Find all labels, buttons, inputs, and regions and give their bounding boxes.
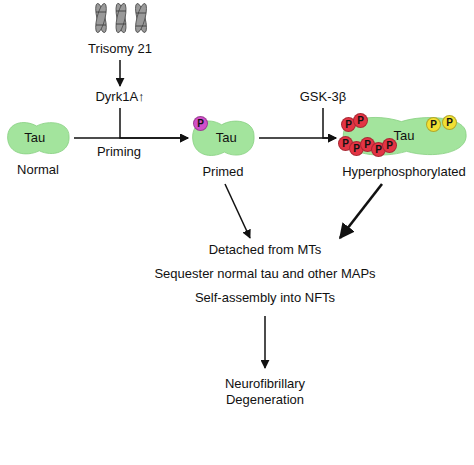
arrow-connector (264, 316, 266, 368)
node-text: Trisomy 21 (88, 41, 152, 57)
tau-protein: TauHyperphosphorylatedPPPPPPPPP (338, 112, 470, 180)
arrow-connector (120, 108, 188, 138)
arrow-connector (259, 137, 336, 139)
node-text: GSK-3β (300, 89, 347, 105)
phosphate-label: P (345, 120, 352, 130)
text-node: Dyrk1A↑ (84, 88, 156, 106)
chromosome-illustration (93, 2, 148, 33)
arrow-connector (74, 137, 188, 139)
tau-protein: TauPrimedP (190, 116, 256, 180)
arrow-connector (225, 184, 250, 238)
arrow-connector (323, 108, 336, 138)
node-text: Self-assembly into NFTs (195, 290, 335, 306)
state-label: Hyperphosphorylated (328, 164, 474, 180)
protein-name: Tau (15, 130, 55, 146)
node-text: Detached from MTs (209, 242, 322, 258)
phosphate-label: P (375, 145, 382, 155)
phosphate-label: P (386, 141, 393, 151)
state-label: Primed (180, 164, 266, 180)
phosphate-label: P (430, 120, 437, 130)
text-node: Neurofibrillary Degeneration (190, 372, 340, 412)
phosphate-circle: P (382, 138, 397, 153)
phosphate-label: P (197, 119, 204, 129)
phosphate-label: P (364, 140, 371, 150)
phosphate-circle: P (426, 117, 441, 132)
tau-shape (8, 123, 69, 154)
phosphate-label: P (357, 116, 364, 126)
text-node: Trisomy 21 (80, 40, 160, 58)
node-text: Sequester normal tau and other MAPs (154, 266, 375, 282)
phosphate-circle: P (193, 116, 208, 131)
state-label: Normal (0, 162, 81, 178)
text-node: GSK-3β (290, 88, 356, 106)
edge-label: Priming (97, 144, 141, 160)
arrow-connector (119, 60, 121, 86)
phosphate-label: P (342, 139, 349, 149)
tau-protein: TauNormal (5, 118, 71, 180)
protein-name: Tau (206, 130, 246, 146)
phosphate-label: P (353, 144, 360, 154)
phosphate-circle: P (442, 115, 457, 130)
outcome-block: Detached from MTsSequester normal tau an… (140, 242, 390, 306)
node-text: Neurofibrillary Degeneration (190, 376, 340, 408)
phosphate-label: P (446, 118, 453, 128)
phosphate-circle: P (353, 113, 368, 128)
arrow-connector (340, 184, 382, 238)
node-text: Dyrk1A↑ (95, 89, 144, 105)
